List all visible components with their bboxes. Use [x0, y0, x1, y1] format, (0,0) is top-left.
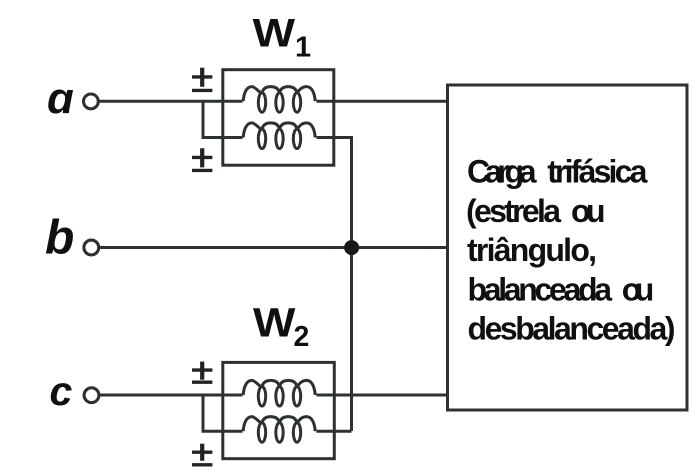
svg-text:W: W [253, 300, 296, 346]
svg-text:desbalanceada): desbalanceada) [468, 311, 676, 347]
svg-text:W: W [253, 11, 296, 55]
svg-text:2: 2 [294, 321, 310, 353]
svg-text:b: b [45, 211, 74, 264]
svg-text:triângulo,: triângulo, [467, 232, 597, 268]
svg-text:c: c [50, 368, 73, 414]
svg-text:ɑ: ɑ [47, 74, 74, 123]
svg-text:1: 1 [295, 31, 311, 63]
